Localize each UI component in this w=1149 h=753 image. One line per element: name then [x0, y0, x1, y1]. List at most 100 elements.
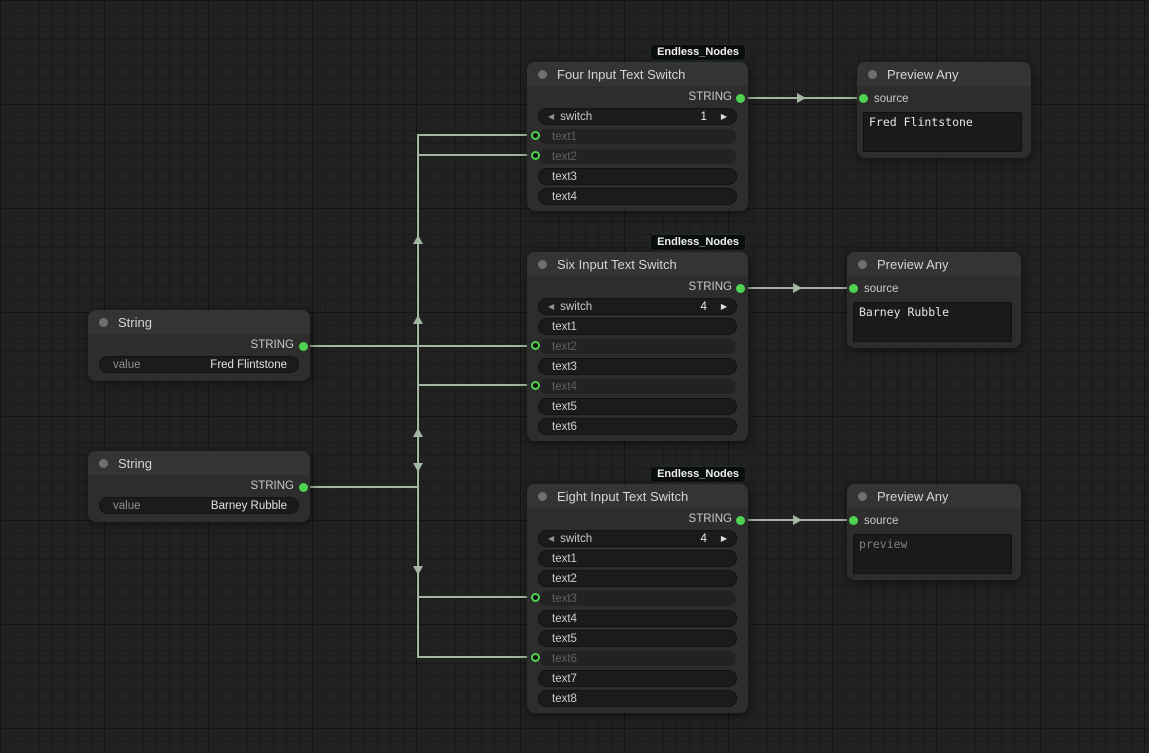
text-widget-row[interactable]: text7 — [538, 670, 737, 687]
link-segment — [418, 134, 536, 136]
node-preview-any-1[interactable]: Preview Any source Fred Flintstone — [857, 62, 1031, 158]
collapse-dot-icon[interactable] — [538, 491, 547, 501]
node-title-bar[interactable]: Preview Any — [847, 252, 1021, 276]
output-slot-dot[interactable] — [736, 516, 745, 525]
text-widget-row[interactable]: text3 — [538, 168, 737, 185]
node-title: Six Input Text Switch — [557, 256, 677, 272]
output-slot-label: STRING — [688, 91, 732, 103]
node-string-1[interactable]: String STRING value Fred Flintstone — [88, 310, 310, 381]
increment-arrow-icon[interactable]: ▶ — [720, 533, 727, 543]
decrement-arrow-icon[interactable]: ◀ — [548, 111, 555, 121]
output-slot-dot[interactable] — [736, 284, 745, 293]
node-title-bar[interactable]: Four Input Text Switch — [527, 62, 748, 86]
collapse-dot-icon[interactable] — [99, 317, 108, 327]
text-widget-row[interactable]: text4 — [538, 188, 737, 205]
node-title-bar[interactable]: String — [88, 310, 310, 334]
widget-label: value — [113, 499, 141, 512]
link-arrow-up-icon — [413, 235, 423, 244]
switch-widget[interactable]: ◀ switch 1 ▶ — [538, 108, 737, 125]
node-title: String — [118, 455, 152, 471]
value-widget[interactable]: value Barney Rubble — [99, 497, 299, 514]
text-widget-row[interactable]: text4 — [538, 610, 737, 627]
input-slot-dot[interactable] — [531, 150, 540, 160]
switch-value: 1 — [700, 110, 707, 123]
node-string-2[interactable]: String STRING value Barney Rubble — [88, 451, 310, 522]
link-arrow-up-icon — [413, 428, 423, 437]
collapse-dot-icon[interactable] — [858, 491, 867, 501]
text-widget-row[interactable]: text3 — [538, 358, 737, 375]
input-slot-dot[interactable] — [531, 340, 540, 350]
node-title-bar[interactable]: Six Input Text Switch — [527, 252, 748, 276]
collapse-dot-icon[interactable] — [858, 259, 867, 269]
switch-widget[interactable]: ◀ switch 4 ▶ — [538, 298, 737, 315]
output-slot-dot[interactable] — [299, 483, 308, 492]
text-widget-row[interactable]: text6 — [538, 650, 737, 667]
preview-text-area: Barney Rubble — [853, 302, 1012, 342]
input-slot-dot[interactable] — [849, 284, 858, 293]
text-widget-row[interactable]: text5 — [538, 630, 737, 647]
output-slot-dot[interactable] — [299, 342, 308, 351]
input-slot-dot[interactable] — [531, 380, 540, 390]
switch-value: 4 — [700, 532, 707, 545]
output-slot-dot[interactable] — [736, 94, 745, 103]
switch-widget[interactable]: ◀ switch 4 ▶ — [538, 530, 737, 547]
collapse-dot-icon[interactable] — [538, 69, 547, 79]
widget-value: Fred Flintstone — [210, 358, 287, 371]
node-eight-input-text-switch[interactable]: Eight Input Text Switch STRING ◀ switch … — [527, 484, 748, 713]
text-widget-row[interactable]: text6 — [538, 418, 737, 435]
link-segment — [418, 656, 536, 658]
node-title: Preview Any — [877, 256, 949, 272]
input-slot-label: source — [864, 283, 899, 295]
text-widget-row[interactable]: text1 — [538, 128, 737, 145]
collapse-dot-icon[interactable] — [868, 69, 877, 79]
input-slot-dot[interactable] — [849, 516, 858, 525]
node-title-bar[interactable]: String — [88, 451, 310, 475]
output-slot-label: STRING — [250, 480, 294, 492]
input-slot-dot[interactable] — [531, 652, 540, 662]
input-slot-dot[interactable] — [531, 592, 540, 602]
link-segment — [306, 345, 536, 347]
preview-text-area: Fred Flintstone — [863, 112, 1022, 152]
text-widget-row[interactable]: text2 — [538, 148, 737, 165]
link-arrow-up-icon — [413, 315, 423, 324]
text-widget-row[interactable]: text3 — [538, 590, 737, 607]
switch-label: switch — [560, 300, 593, 313]
text-widget-row[interactable]: text4 — [538, 378, 737, 395]
node-four-input-text-switch[interactable]: Four Input Text Switch STRING ◀ switch 1… — [527, 62, 748, 211]
collapse-dot-icon[interactable] — [538, 259, 547, 269]
text-widget-row[interactable]: text5 — [538, 398, 737, 415]
node-title: Four Input Text Switch — [557, 66, 686, 82]
node-title-bar[interactable]: Preview Any — [857, 62, 1031, 86]
switch-label: switch — [560, 110, 593, 123]
node-title: Preview Any — [877, 488, 949, 504]
node-title: String — [118, 314, 152, 330]
input-slot-label: source — [864, 515, 899, 527]
node-preview-any-2[interactable]: Preview Any source Barney Rubble — [847, 252, 1021, 348]
switch-value: 4 — [700, 300, 707, 313]
link-segment — [306, 486, 418, 488]
increment-arrow-icon[interactable]: ▶ — [720, 301, 727, 311]
link-arrow-right-icon — [793, 515, 802, 525]
output-slot-label: STRING — [688, 281, 732, 293]
text-widget-row[interactable]: text8 — [538, 690, 737, 707]
decrement-arrow-icon[interactable]: ◀ — [548, 301, 555, 311]
node-title-bar[interactable]: Eight Input Text Switch — [527, 484, 748, 508]
link-arrow-right-icon — [793, 283, 802, 293]
collapse-dot-icon[interactable] — [99, 458, 108, 468]
text-widget-row[interactable]: text2 — [538, 570, 737, 587]
input-slot-dot[interactable] — [531, 130, 540, 140]
decrement-arrow-icon[interactable]: ◀ — [548, 533, 555, 543]
node-six-input-text-switch[interactable]: Six Input Text Switch STRING ◀ switch 4 … — [527, 252, 748, 441]
node-title-bar[interactable]: Preview Any — [847, 484, 1021, 508]
link-segment — [417, 134, 419, 658]
input-slot-dot[interactable] — [859, 94, 868, 103]
text-widget-row[interactable]: text1 — [538, 550, 737, 567]
value-widget[interactable]: value Fred Flintstone — [99, 356, 299, 373]
link-arrow-right-icon — [797, 93, 806, 103]
node-preview-any-3[interactable]: Preview Any source preview — [847, 484, 1021, 580]
text-widget-row[interactable]: text2 — [538, 338, 737, 355]
text-widget-row[interactable]: text1 — [538, 318, 737, 335]
input-slot-label: source — [874, 93, 909, 105]
increment-arrow-icon[interactable]: ▶ — [720, 111, 727, 121]
